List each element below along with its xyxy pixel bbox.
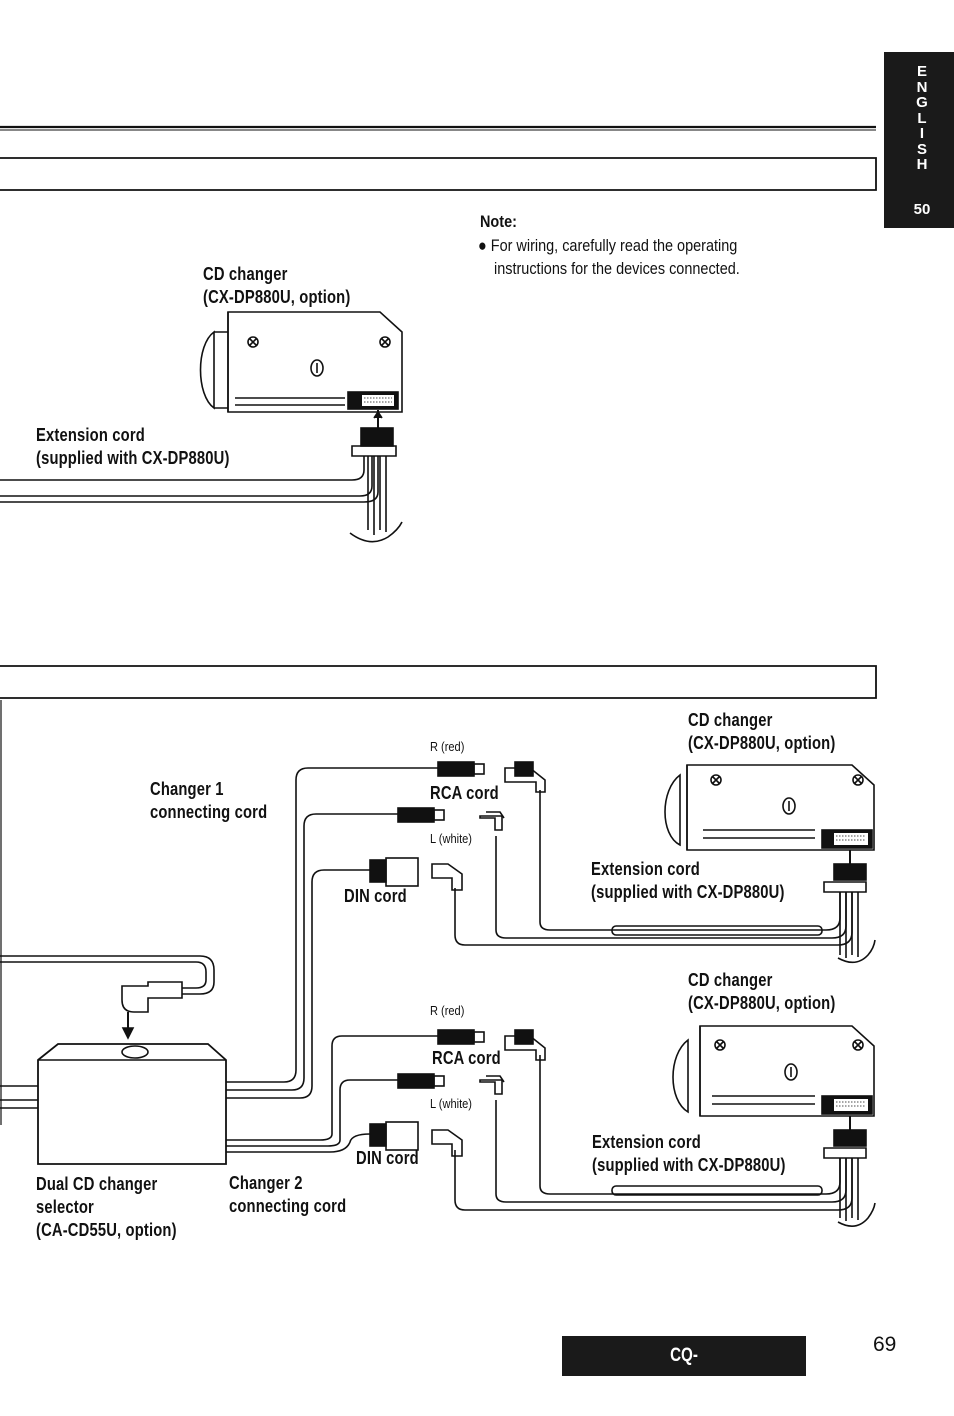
lower-return-cords (454, 1055, 853, 1211)
d2-changer1-label-2: connecting cord (150, 802, 268, 822)
language-tab-letter: N (916, 78, 928, 96)
d2-upper-cd-changer-model: (CX-DP880U, option) (688, 733, 836, 753)
d2-lower-r-red: R (red) (430, 1003, 465, 1018)
d2-upper-extension-note: (supplied with CX-DP880U) (591, 882, 785, 902)
language-tab-letters: E N G L I S H (884, 64, 954, 173)
footer-model-text: CQ-C8400/8300/8200/8100U (599, 1345, 769, 1406)
language-tab-letter: S (916, 140, 927, 158)
note-heading: Note: (480, 212, 517, 231)
section-box-1 (0, 157, 877, 191)
d2-upper-din-cord: DIN cord (344, 886, 407, 906)
d2-lower-l-white: L (white) (430, 1096, 472, 1111)
d2-lower-din-cord: DIN cord (356, 1148, 419, 1168)
note-line-1: ● For wiring, carefully read the operati… (478, 236, 738, 255)
d2-changer1-label: Changer 1 (150, 779, 224, 799)
d2-upper-cd-changer-label: CD changer (688, 710, 773, 730)
d2-changer2-label-2: connecting cord (229, 1196, 347, 1216)
d1-cd-changer-label: CD changer (203, 264, 288, 284)
note-line-2: instructions for the devices connected. (494, 259, 740, 278)
selector-label-2: selector (36, 1197, 94, 1217)
language-tab-letter: H (916, 156, 928, 173)
d2-lower-extension-cord: Extension cord (592, 1132, 701, 1152)
d2-upper-rca-cord: RCA cord (430, 783, 499, 803)
cd-changer-2-shape (664, 764, 876, 964)
rca-plugs-lower (369, 1029, 546, 1157)
language-tab: E N G L I S H 50 (884, 52, 954, 228)
language-tab-letter: G (916, 94, 928, 111)
rca-plugs-upper (369, 761, 546, 891)
d2-lower-rca-cord: RCA cord (432, 1048, 501, 1068)
language-tab-page: 50 (913, 201, 931, 218)
d1-cd-changer-model: (CX-DP880U, option) (203, 287, 351, 307)
d2-lower-cd-changer-label: CD changer (688, 970, 773, 990)
extension-cord-1-shape (0, 410, 403, 543)
d2-lower-extension-note: (supplied with CX-DP880U) (592, 1155, 786, 1175)
cd-changer-1-shape (199, 311, 403, 413)
selector-label-3: (CA-CD55U, option) (36, 1220, 177, 1240)
upper-return-cords (454, 790, 853, 946)
language-tab-letter: L (917, 109, 927, 127)
d2-upper-l-white: L (white) (430, 831, 472, 846)
footer-model-badge: CQ-C8400/8300/8200/8100U (562, 1336, 806, 1406)
d2-upper-r-red: R (red) (430, 739, 465, 754)
d1-extension-cord-note: (supplied with CX-DP880U) (36, 448, 230, 468)
d2-lower-cd-changer-model: (CX-DP880U, option) (688, 993, 836, 1013)
wiring-diagram (0, 125, 877, 1227)
changer-2-cord (226, 1035, 438, 1153)
page-number: 69 (873, 1333, 897, 1356)
dual-cd-changer-selector-shape (0, 955, 227, 1165)
language-tab-letter: I (919, 125, 925, 142)
d2-changer2-label: Changer 2 (229, 1173, 303, 1193)
selector-label-1: Dual CD changer (36, 1174, 158, 1194)
section-box-2 (0, 665, 877, 699)
cd-changer-3-shape (672, 1025, 876, 1227)
changer-1-cord (226, 767, 438, 1099)
d1-extension-cord-label: Extension cord (36, 425, 145, 445)
language-tab-letter: E (916, 63, 927, 80)
d2-upper-extension-cord: Extension cord (591, 859, 700, 879)
